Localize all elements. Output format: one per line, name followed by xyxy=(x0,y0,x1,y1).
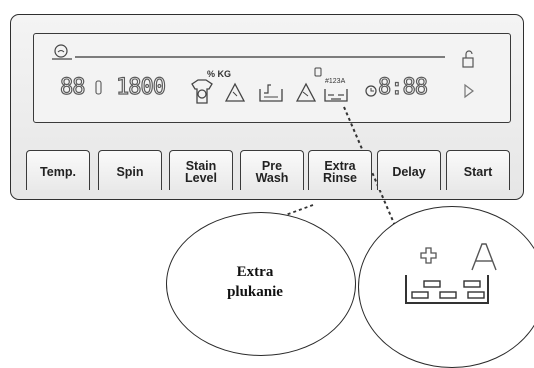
start-button[interactable]: Start xyxy=(446,150,510,190)
extra-rinse-callout xyxy=(166,212,356,356)
time-display: 8:88 xyxy=(377,74,428,100)
extra-rinse-callout-text: Extra plukanie xyxy=(227,264,283,300)
pre-wash-button[interactable]: Pre Wash xyxy=(240,150,304,190)
delay-button[interactable]: Delay xyxy=(377,150,441,190)
extra-rinse-button[interactable]: Extra Rinse xyxy=(308,150,372,190)
weight-label: % KG xyxy=(207,69,232,79)
spin-speed-display: 1800 xyxy=(115,74,166,100)
spin-button[interactable]: Spin xyxy=(98,150,162,190)
temp-button[interactable]: Temp. xyxy=(26,150,90,190)
extra-rinse-code-label: #123A xyxy=(325,78,346,85)
display-window xyxy=(33,33,511,123)
extra-rinse-icon-callout xyxy=(358,206,534,368)
temperature-display: 88 xyxy=(59,74,86,100)
stain-level-button[interactable]: Stain Level xyxy=(169,150,233,190)
